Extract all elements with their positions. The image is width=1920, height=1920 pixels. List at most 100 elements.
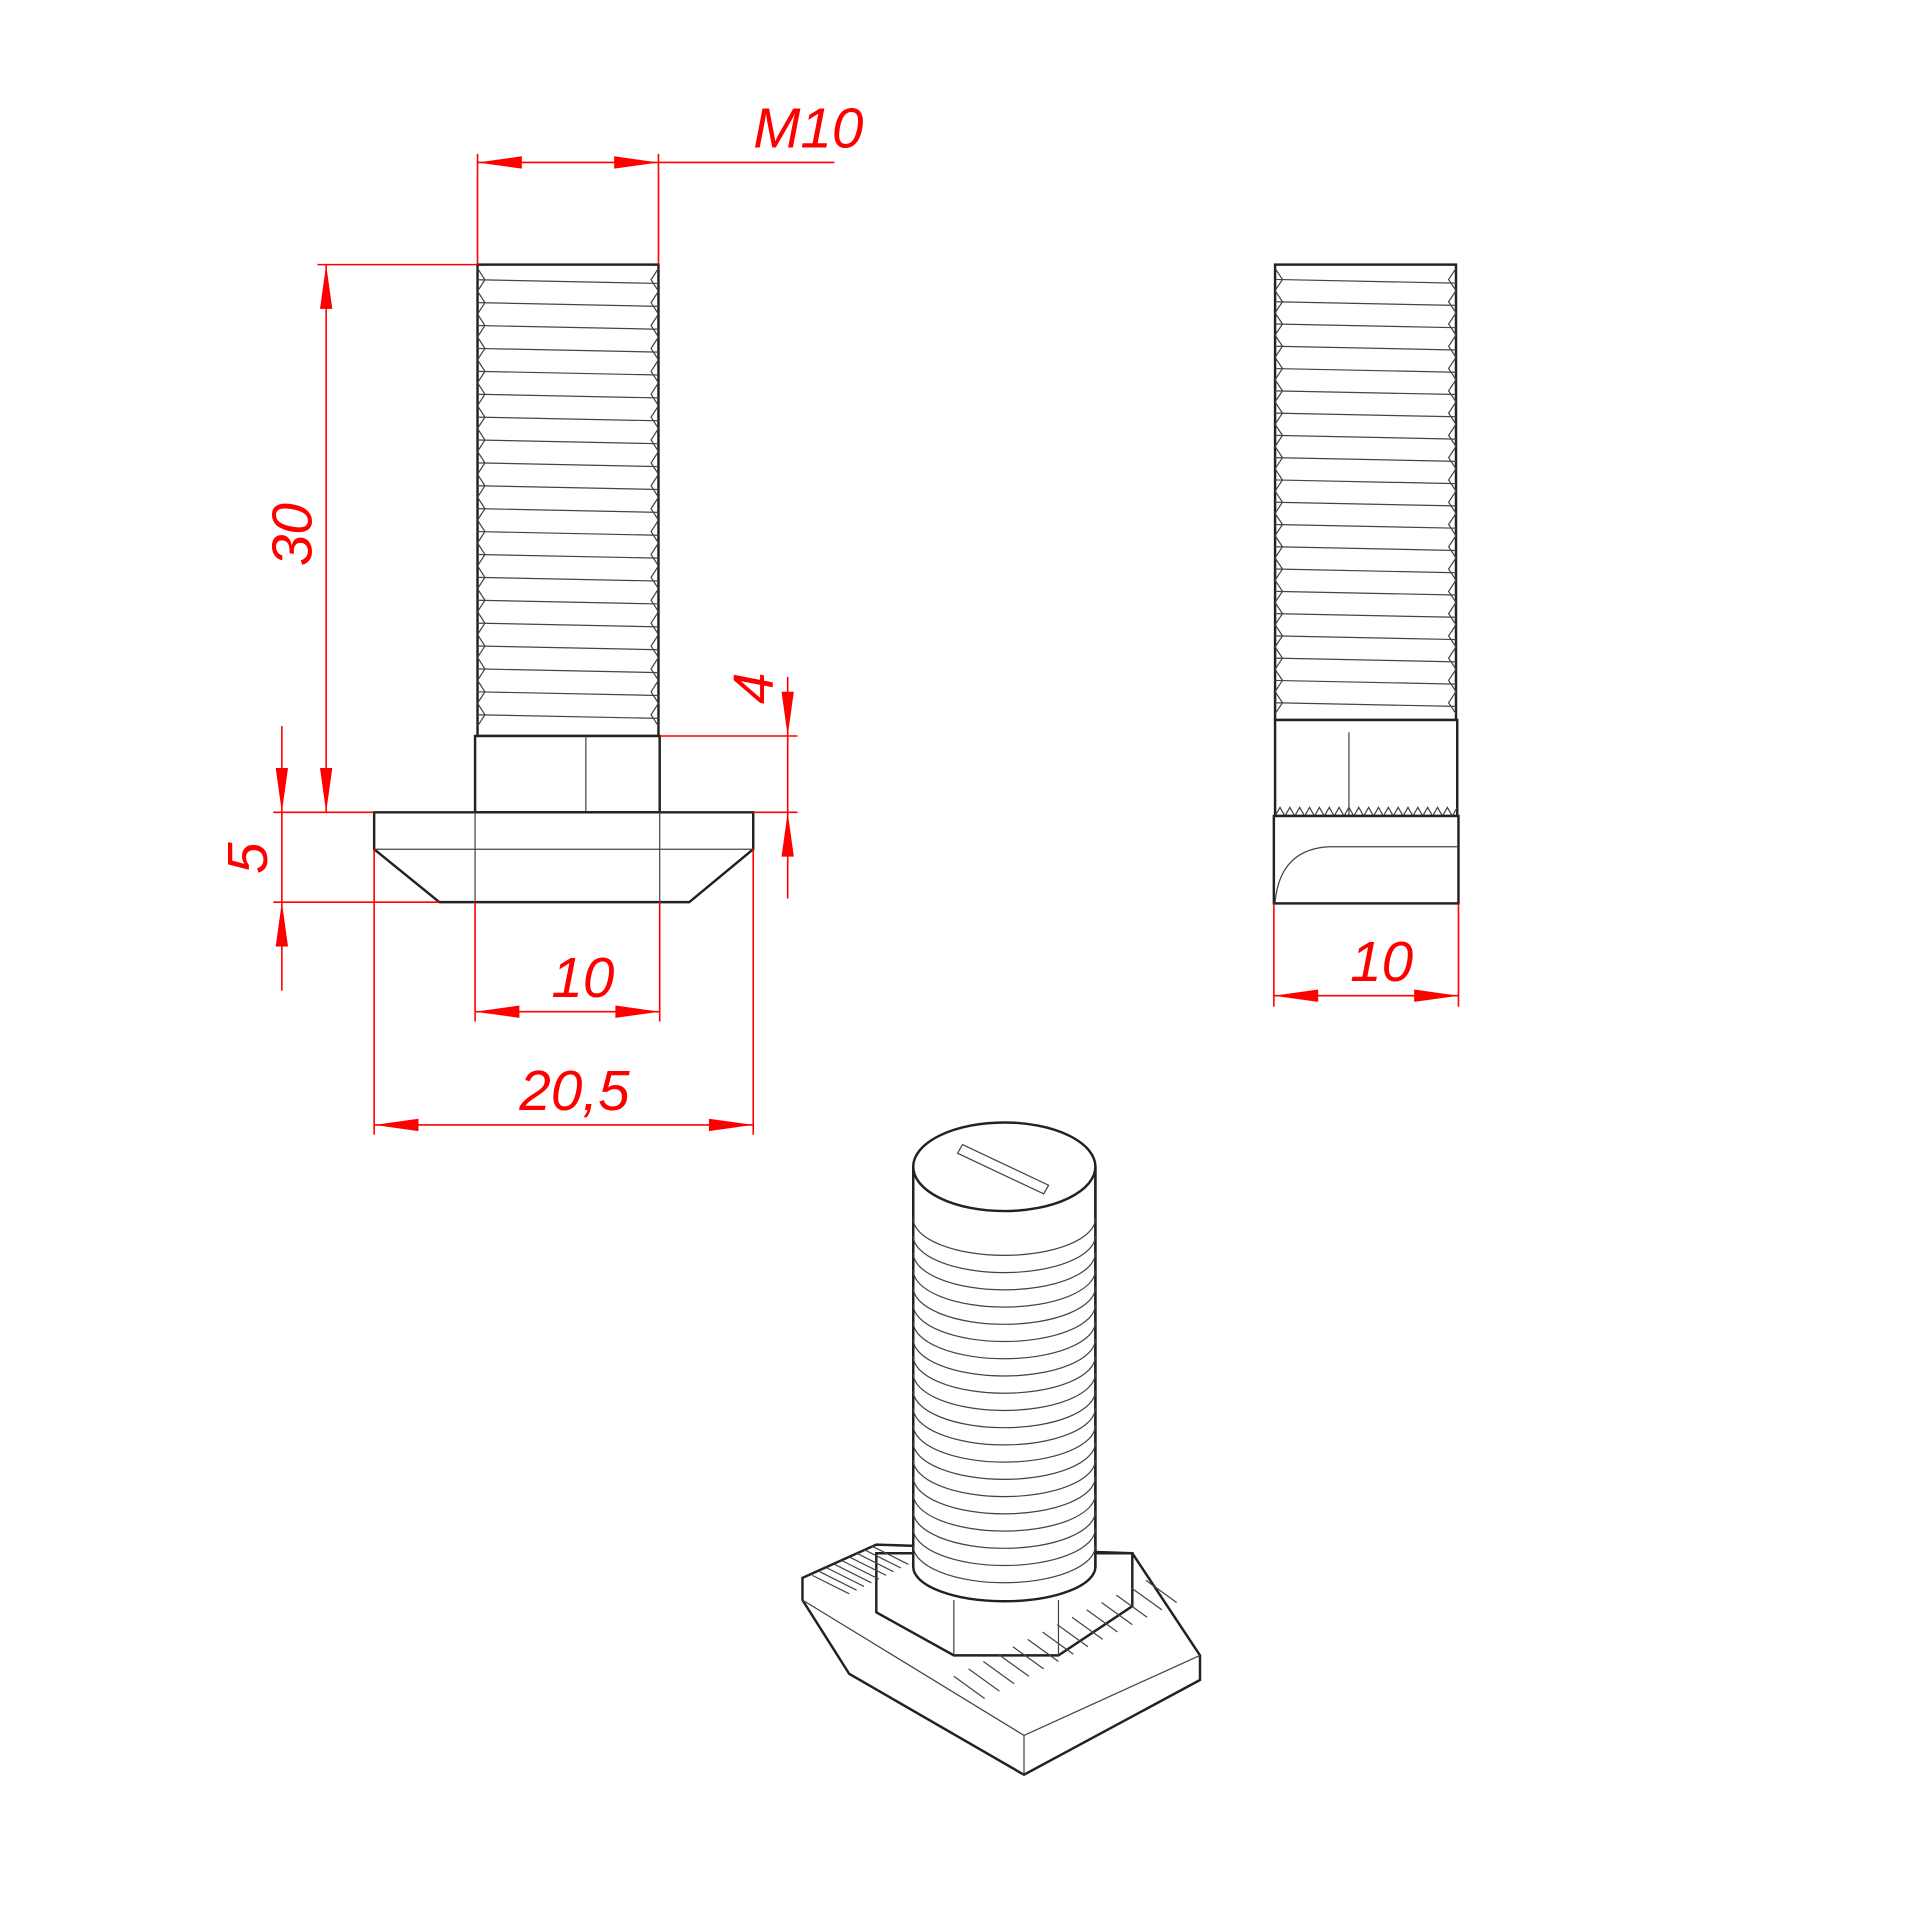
thread-ring [912, 1476, 1096, 1515]
thread-crest [1275, 657, 1457, 663]
dim-head-height-label: 5 [216, 842, 279, 874]
thread-flank-left [477, 313, 486, 338]
thread-flank-right [1447, 668, 1457, 692]
thread-crest [1275, 568, 1457, 574]
thread-flank-left [477, 496, 486, 521]
front-neck [473, 734, 661, 814]
thread-crest [1275, 679, 1457, 685]
thread-flank-right [1447, 312, 1457, 336]
thread-flank-left [1274, 312, 1284, 336]
rib [826, 1567, 865, 1588]
thread-flank-right [1447, 602, 1457, 626]
thread-flank-left [477, 451, 486, 475]
thread-flank-left [477, 405, 486, 429]
rib [819, 1571, 857, 1591]
thread-crest [477, 553, 659, 559]
rib [1130, 1587, 1163, 1611]
thread-ring [912, 1304, 1096, 1343]
rib [983, 1661, 1015, 1685]
thread-crest [477, 324, 659, 330]
thread-crest [477, 439, 659, 445]
rib [1145, 1579, 1177, 1603]
thread-crest [1275, 412, 1457, 418]
thread-flank-right [1447, 379, 1457, 403]
thread-flank-left [477, 290, 486, 315]
thread-flank-left [477, 382, 486, 406]
thread-crest [1275, 345, 1457, 351]
thread-ring [912, 1339, 1096, 1377]
thread-ring [912, 1511, 1096, 1549]
thread-flank-left [477, 702, 486, 727]
rib [968, 1668, 1000, 1692]
thread-ring [912, 1252, 1096, 1291]
thread-flank-right [1447, 357, 1457, 381]
thread-flank-left [1274, 579, 1284, 603]
thread-flank-left [1274, 535, 1284, 559]
thread-flank-left [1274, 691, 1284, 715]
thread-flank-right [650, 565, 659, 590]
thread-crest [477, 279, 659, 285]
thread-flank-left [477, 680, 486, 704]
rib [1027, 1638, 1059, 1663]
thread-flank-right [650, 382, 659, 406]
thread-flank-right [650, 313, 659, 338]
thread-crest [1275, 301, 1457, 307]
front-head [372, 811, 755, 904]
rib [1101, 1601, 1133, 1626]
thread-ring [912, 1218, 1096, 1256]
thread-flank-left [1274, 423, 1284, 447]
thread-crest [477, 691, 659, 697]
thread-flank-right [650, 611, 659, 635]
thread-flank-right [650, 428, 659, 452]
thread-flank-left [477, 359, 486, 384]
thread-flank-right [1447, 446, 1457, 470]
thread-flank-left [1274, 602, 1284, 626]
rib [841, 1560, 880, 1580]
thread-ring [912, 1356, 1096, 1394]
thread-ring [912, 1425, 1096, 1463]
thread-flank-left [477, 542, 486, 567]
rib [1071, 1616, 1104, 1640]
thread-ring [912, 1407, 1096, 1446]
rib [997, 1653, 1030, 1677]
front-view [372, 263, 755, 904]
side-threads [1274, 267, 1457, 715]
side-neck [1273, 718, 1459, 818]
thread-flank-left [477, 336, 486, 361]
thread-flank-right [1447, 423, 1457, 447]
dim-side-width-label: 10 [1350, 930, 1413, 993]
thread-crest [477, 668, 659, 674]
thread-crest [477, 530, 659, 536]
rib [1115, 1594, 1148, 1618]
thread-ring [912, 1494, 1096, 1532]
thread-flank-right [650, 702, 659, 727]
thread-flank-right [650, 634, 659, 658]
iso-top-face [912, 1121, 1097, 1213]
thread-flank-left [1274, 267, 1284, 291]
thread-crest [477, 622, 659, 628]
thread-crest [1275, 590, 1457, 596]
thread-crest [477, 508, 659, 513]
thread-crest [477, 462, 659, 468]
thread-flank-right [650, 588, 659, 613]
thread-ring [912, 1373, 1096, 1412]
thread-flank-left [1274, 513, 1284, 536]
thread-crest [1275, 635, 1457, 641]
thread-flank-left [1274, 646, 1284, 670]
thread-crest [1275, 434, 1457, 440]
dim-thread-label: M10 [753, 97, 864, 160]
thread-flank-right [650, 496, 659, 521]
thread-flank-left [477, 428, 486, 452]
thread-crest [477, 393, 659, 399]
thread-flank-right [1447, 557, 1457, 581]
thread-crest [477, 485, 659, 491]
thread-flank-right [1447, 513, 1457, 536]
thread-crest [477, 714, 659, 720]
thread-crest [477, 370, 659, 376]
thread-flank-right [1447, 691, 1457, 715]
thread-flank-right [650, 336, 659, 361]
thread-crest [1275, 612, 1457, 618]
thread-flank-left [1274, 490, 1284, 514]
rib [848, 1556, 887, 1576]
